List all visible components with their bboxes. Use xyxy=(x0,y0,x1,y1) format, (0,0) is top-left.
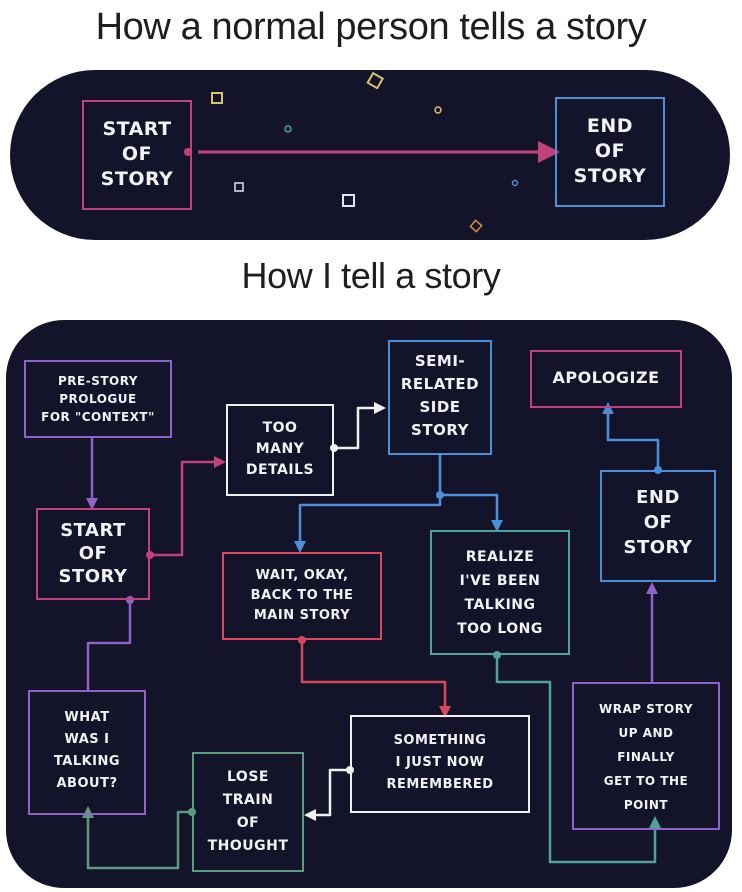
my-start-box xyxy=(36,508,150,600)
dot-confetti-yellow xyxy=(434,106,442,114)
side-story-to-wait-wire xyxy=(298,455,442,545)
arrowhead-icon xyxy=(439,706,451,718)
my-start-label: START OF STORY xyxy=(58,520,128,587)
arrowhead-icon xyxy=(86,498,98,510)
wait-label: WAIT, OKAY, BACK TO THE MAIN STORY xyxy=(250,568,354,623)
my-end-label: END OF STORY xyxy=(623,487,693,558)
dot-confetti-blue xyxy=(511,179,519,187)
normal-end-label: END OF STORY xyxy=(573,115,647,187)
apologize-box xyxy=(530,350,682,408)
arrowhead-icon xyxy=(646,582,658,594)
side-story-box xyxy=(388,340,492,455)
prologue-label: PRE-STORY PROLOGUE FOR "CONTEXT" xyxy=(41,374,155,424)
wrap-label: WRAP STORY UP AND FINALLY GET TO THE POI… xyxy=(598,702,694,812)
lose-box xyxy=(192,752,304,872)
top-heading: How a normal person tells a story xyxy=(95,6,647,48)
connector-dot xyxy=(436,491,444,499)
normal-start-label: START OF STORY xyxy=(100,118,174,190)
normal-start-box xyxy=(82,100,192,210)
side-story-to-realize-wire xyxy=(440,493,499,522)
my-story-board xyxy=(6,320,732,888)
wait-box xyxy=(222,552,382,640)
normal-end-box xyxy=(555,97,665,207)
arrowhead-icon xyxy=(602,402,614,414)
what-box xyxy=(28,690,146,815)
arrowhead-icon xyxy=(649,816,661,828)
arrowhead-icon xyxy=(538,141,560,163)
square-confetti-white xyxy=(342,194,355,207)
arrowhead-icon xyxy=(491,520,503,532)
something-label: SOMETHING I JUST NOW REMEMBERED xyxy=(386,733,494,792)
my-end-box xyxy=(600,470,716,582)
something-box xyxy=(350,715,530,813)
arrowhead-icon xyxy=(214,456,226,468)
wrap-box xyxy=(572,682,720,830)
end-to-apologize-wire xyxy=(606,412,660,470)
lose-to-what-wire xyxy=(86,810,192,870)
arrowhead-icon xyxy=(82,806,94,818)
start-to-what-wire xyxy=(86,600,132,690)
wait-to-something-wire xyxy=(300,640,447,712)
square-confetti-yellow xyxy=(211,92,223,104)
prologue-box xyxy=(24,360,172,438)
arrowhead-icon xyxy=(374,402,386,414)
side-story-label: SEMI- RELATED SIDE STORY xyxy=(400,352,480,439)
what-label: WHAT WAS I TALKING ABOUT? xyxy=(53,710,121,791)
details-to-side-story-wire xyxy=(334,406,380,450)
realize-to-wrap-wire xyxy=(495,655,657,864)
details-box xyxy=(226,404,334,496)
apologize-label: APOLOGIZE xyxy=(552,368,660,387)
square-confetti-orange xyxy=(469,219,483,233)
bottom-heading: How I tell a story xyxy=(241,255,501,296)
arrowhead-icon xyxy=(304,809,316,821)
details-label: TOO MANY DETAILS xyxy=(245,420,315,478)
realize-label: REALIZE I'VE BEEN TALKING TOO LONG xyxy=(457,549,543,637)
start-to-details-wire xyxy=(150,460,220,557)
arrowhead-icon xyxy=(294,541,306,553)
square-confetti-yellow xyxy=(366,71,385,90)
realize-box xyxy=(430,530,570,655)
lose-label: LOSE TRAIN OF THOUGHT xyxy=(207,769,289,854)
dot-confetti-teal xyxy=(284,125,292,133)
square-confetti-white xyxy=(234,182,244,192)
something-to-lose-wire xyxy=(312,768,350,817)
